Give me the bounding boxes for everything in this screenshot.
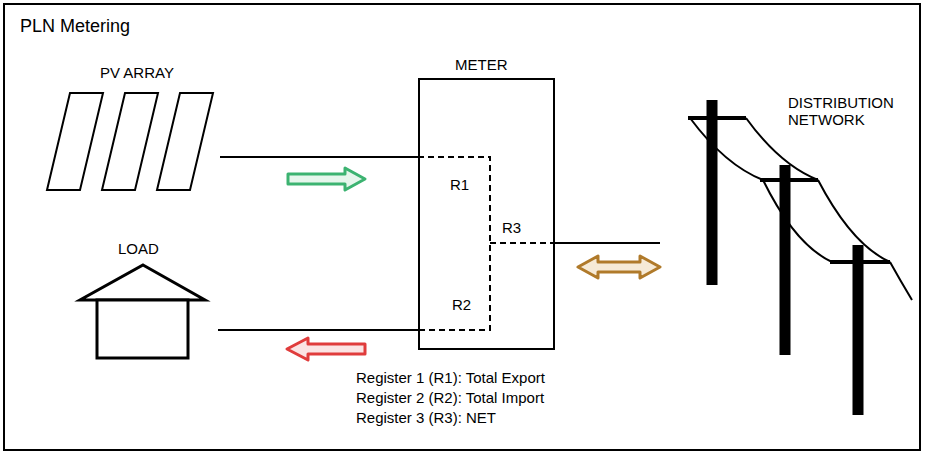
node-label: PV ARRAY: [100, 64, 210, 81]
pv-panels: [47, 93, 213, 190]
pv-array-node: PV ARRAY: [40, 62, 220, 197]
register-tag: R3: [502, 219, 521, 236]
node-label: LOAD: [118, 240, 198, 257]
register-note: Register 2 (R2): Total Import: [356, 389, 544, 406]
diagram-title: PLN Metering: [20, 16, 130, 37]
bidirectional-arrow: [578, 256, 660, 278]
house-symbol: [80, 265, 205, 358]
register-note: Register 3 (R3): NET: [356, 409, 496, 426]
register-note: Register 1 (R1): Total Export: [356, 369, 545, 386]
frame: [4, 4, 920, 450]
distribution-network-node: DISTRIBUTION NETWORK: [660, 92, 910, 422]
register-tag: R2: [452, 296, 471, 313]
node-label: METER: [455, 56, 535, 73]
export-arrow: [288, 168, 365, 190]
meter-box: METER: [418, 78, 555, 350]
node-label: DISTRIBUTION NETWORK: [788, 94, 906, 129]
utility-poles: [688, 100, 912, 415]
load-node: LOAD: [78, 238, 218, 360]
register-tag: R1: [450, 176, 469, 193]
meter-dashed-wiring: [418, 157, 555, 330]
wire-connector: [218, 330, 418, 331]
wire-connector: [555, 243, 660, 244]
wire-connector: [220, 157, 418, 158]
import-arrow: [287, 338, 365, 360]
